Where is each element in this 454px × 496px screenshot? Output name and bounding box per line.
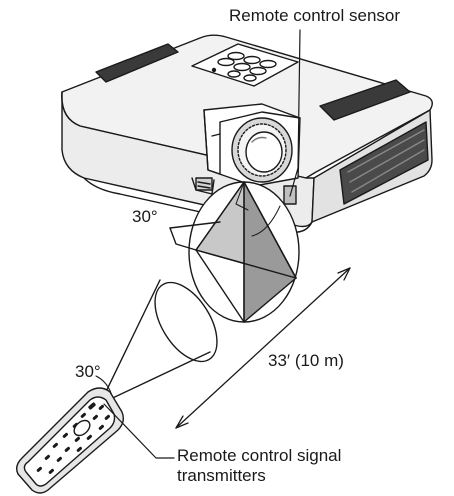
transmitter-label-line1: Remote control signal (177, 446, 342, 465)
transmitter-label-line2: transmitters (177, 466, 266, 485)
remote-control-illustration (15, 387, 125, 494)
remote-sensor-label: Remote control sensor (229, 6, 401, 25)
adjustment-foot (191, 177, 215, 195)
vent-right-side (339, 121, 429, 205)
vent-left (95, 43, 179, 83)
sensor-leader-line (289, 29, 301, 197)
transmitter-label: Remote control signal transmitters (177, 446, 341, 486)
distance-arrow (175, 267, 351, 429)
projector-lens (231, 117, 293, 183)
reception-angle-label: 30° (132, 207, 158, 226)
control-panel (191, 43, 299, 87)
reception-cone (169, 181, 300, 323)
transmission-angle-label: 30° (75, 362, 101, 381)
distance-label: 33′ (10 m) (268, 351, 344, 370)
vent-right-top (319, 79, 411, 121)
transmission-cone (95, 279, 218, 405)
transmitter-leader-line (103, 403, 175, 459)
